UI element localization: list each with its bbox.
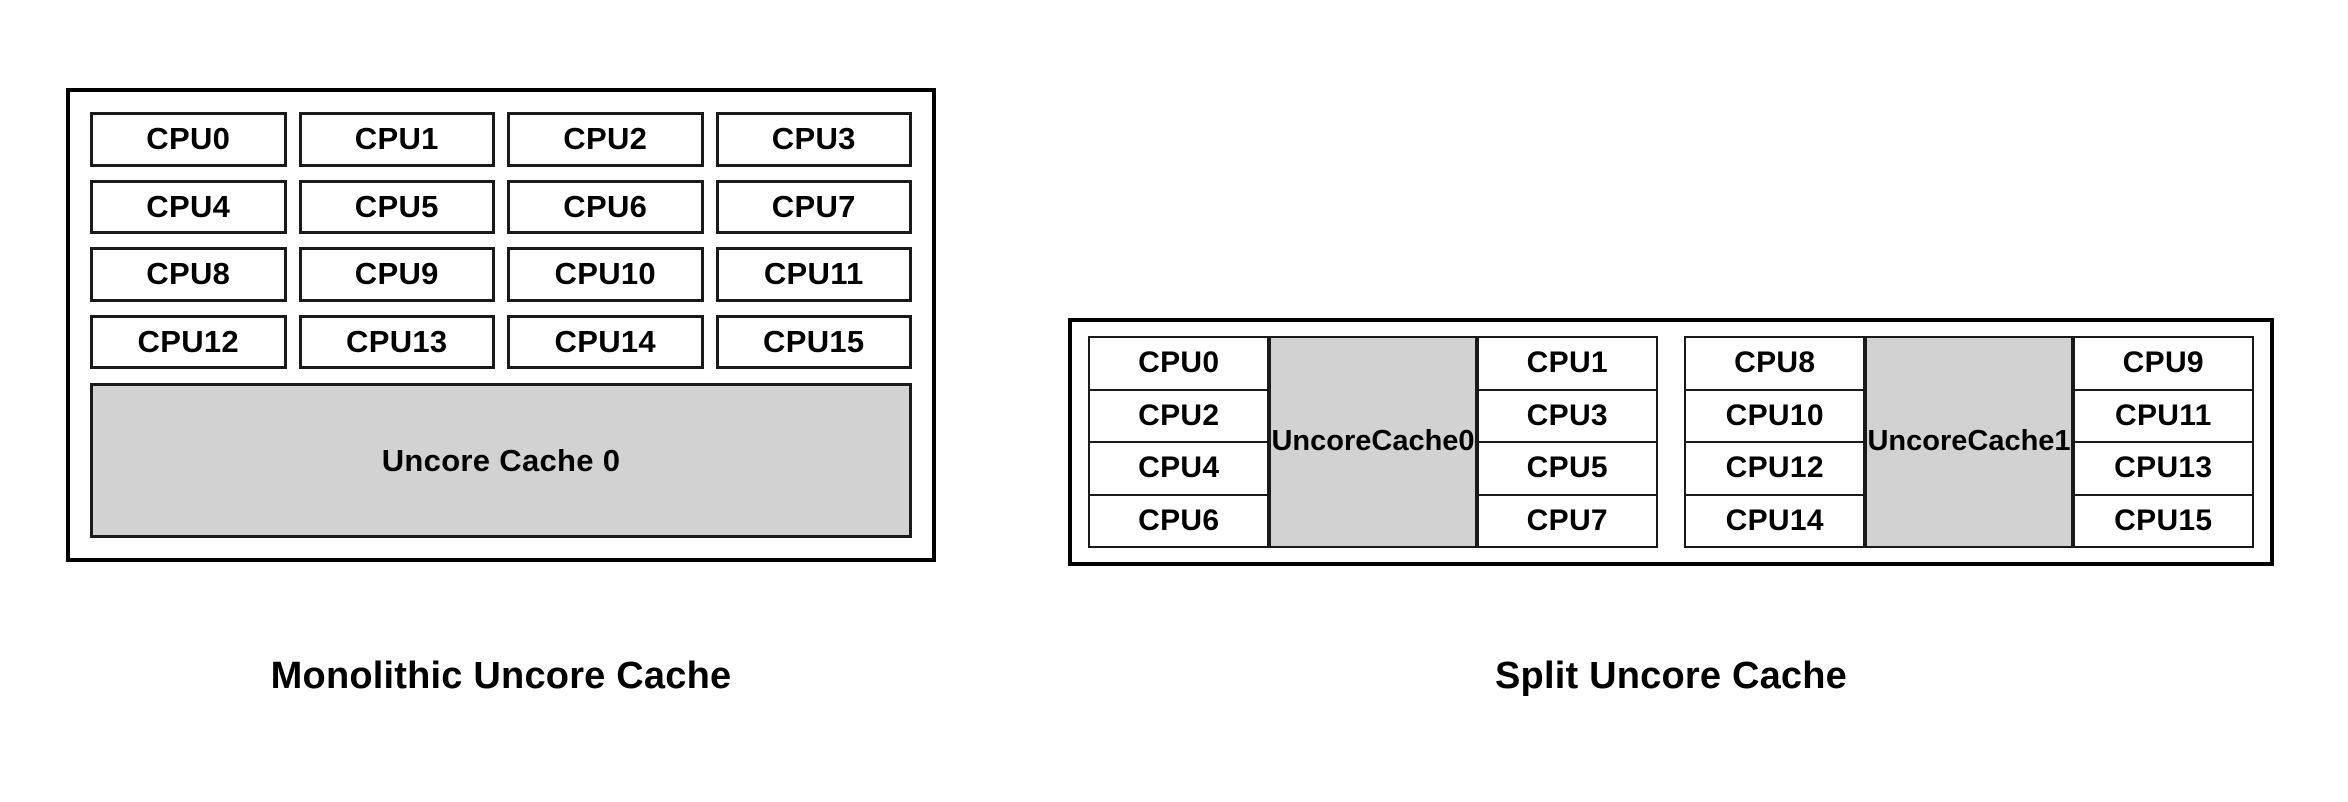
uncore-cache-block: Uncore Cache 1 (1865, 336, 2073, 548)
cpu-box: CPU13 (2072, 441, 2255, 496)
cpu-box: CPU6 (1088, 493, 1270, 548)
split-uncore-cache-figure: CPU0 CPU2 CPU4 CPU6 Uncore Cache 0 CPU1 … (1068, 318, 2274, 566)
monolithic-cpu-grid: CPU0 CPU1 CPU2 CPU3 CPU4 CPU5 CPU6 CPU7 … (90, 112, 912, 369)
cpu-box: CPU2 (1088, 388, 1270, 443)
cpu-box: CPU4 (1088, 441, 1270, 496)
cache-label-line: 1 (2054, 425, 2071, 458)
cpu-box: CPU3 (715, 112, 912, 167)
cpu-box: CPU9 (298, 247, 495, 302)
cluster-right-cpu-column: CPU9 CPU11 CPU13 CPU15 (2072, 336, 2255, 548)
cpu-box: CPU11 (715, 247, 912, 302)
cpu-box: CPU14 (507, 314, 704, 369)
cache-cluster: CPU8 CPU10 CPU12 CPU14 Uncore Cache 1 CP… (1684, 336, 2255, 548)
cpu-box: CPU7 (1476, 493, 1659, 548)
cpu-box: CPU4 (90, 179, 287, 234)
cpu-box: CPU11 (2072, 388, 2255, 443)
cpu-box: CPU15 (2072, 493, 2255, 548)
cpu-box: CPU15 (715, 314, 912, 369)
cache-label-line: 0 (1458, 425, 1475, 458)
cpu-box: CPU1 (1476, 336, 1659, 391)
split-figure-caption: Split Uncore Cache (1494, 655, 1848, 697)
cpu-box: CPU8 (90, 247, 287, 302)
cpu-box: CPU5 (298, 179, 495, 234)
cpu-box: CPU8 (1684, 336, 1866, 391)
uncore-cache-block: Uncore Cache 0 (90, 383, 912, 538)
monolithic-package-boundary: CPU0 CPU1 CPU2 CPU3 CPU4 CPU5 CPU6 CPU7 … (66, 88, 936, 562)
cache-label-line: Cache (1967, 425, 2055, 458)
cluster-right-cpu-column: CPU1 CPU3 CPU5 CPU7 (1476, 336, 1659, 548)
cpu-box: CPU14 (1684, 493, 1866, 548)
cpu-box: CPU2 (507, 112, 704, 167)
cpu-box: CPU12 (90, 314, 287, 369)
cluster-left-cpu-column: CPU8 CPU10 CPU12 CPU14 (1684, 336, 1866, 548)
cache-label-line: Uncore (1271, 425, 1372, 458)
cpu-box: CPU5 (1476, 441, 1659, 496)
cpu-box: CPU7 (715, 179, 912, 234)
cpu-box: CPU0 (90, 112, 287, 167)
split-package-boundary: CPU0 CPU2 CPU4 CPU6 Uncore Cache 0 CPU1 … (1068, 318, 2274, 566)
cache-label-line: Cache (1371, 425, 1459, 458)
cpu-box: CPU12 (1684, 441, 1866, 496)
cpu-box: CPU1 (298, 112, 495, 167)
cpu-box: CPU6 (507, 179, 704, 234)
cluster-left-cpu-column: CPU0 CPU2 CPU4 CPU6 (1088, 336, 1270, 548)
monolithic-uncore-cache-figure: CPU0 CPU1 CPU2 CPU3 CPU4 CPU5 CPU6 CPU7 … (66, 88, 936, 562)
cache-cluster: CPU0 CPU2 CPU4 CPU6 Uncore Cache 0 CPU1 … (1088, 336, 1659, 548)
cpu-box: CPU3 (1476, 388, 1659, 443)
uncore-cache-block: Uncore Cache 0 (1269, 336, 1477, 548)
cpu-box: CPU9 (2072, 336, 2255, 391)
monolithic-figure-caption: Monolithic Uncore Cache (270, 655, 732, 697)
cpu-box: CPU10 (507, 247, 704, 302)
cpu-box: CPU10 (1684, 388, 1866, 443)
cache-label-line: Uncore (1867, 425, 1968, 458)
cpu-box: CPU13 (298, 314, 495, 369)
cpu-box: CPU0 (1088, 336, 1270, 391)
